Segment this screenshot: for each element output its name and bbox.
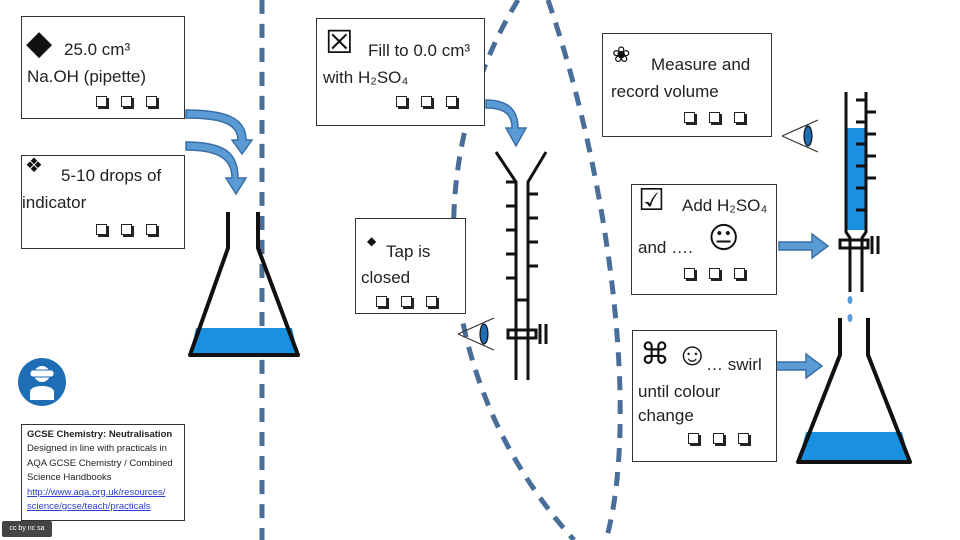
checkbox[interactable] [121,96,133,108]
checkbox[interactable] [376,296,388,308]
checkbox-row-indicator [96,224,158,236]
step-box-swirl [632,330,777,462]
checkbox-row-swirl [688,433,750,445]
checkbox-row-measure [684,112,746,124]
credit-body: Designed in line with practicals in AQA … [27,443,173,484]
creative-commons-icon: cc by nc sa [2,521,52,537]
conical-flask-right [796,314,912,464]
step-box-add [631,184,777,295]
eye-icon-middle [457,317,495,351]
step-swirl-line3: change [638,406,694,425]
arrow-naoh-to-flask [185,109,254,156]
burette-right [838,92,880,304]
flower-icon: ❀ [612,42,631,67]
checkbox[interactable] [426,296,438,308]
step-tap-line1: Tap is [386,242,431,261]
step-swirl-line1: … swirl [706,355,762,374]
divider-right [545,0,623,540]
checkbox-cross-icon: ☒ [325,24,354,60]
checkbox-row-fill [396,96,458,108]
step-add-line1: Add H₂SO₄ [682,196,768,215]
credit-box: GCSE Chemistry: Neutralisation Designed … [21,424,185,521]
credit-link[interactable]: http://www.aqa.org.uk/resources/ science… [27,486,166,513]
checkbox[interactable] [709,268,721,280]
four-diamonds-icon: ❖ [25,155,43,177]
safety-goggles-icon [18,358,66,406]
checkbox-row-add [684,268,746,280]
step-naoh-line1: 25.0 cm³ [64,40,131,59]
step-fill-line2: with H₂SO₄ [323,68,409,87]
smiley-face-icon: ☺ [676,336,709,372]
checkbox[interactable] [146,224,158,236]
diamond-icon: ◆ [26,24,53,62]
command-symbol-icon: ⌘ [640,338,670,371]
step-fill-line1: Fill to 0.0 cm³ [368,41,471,60]
checkbox[interactable] [421,96,433,108]
checkbox[interactable] [96,224,108,236]
checkbox-row-tap [376,296,438,308]
checkbox-row-naoh [96,96,158,108]
checkbox[interactable] [738,433,750,445]
checkbox[interactable] [709,112,721,124]
step-naoh-line2: Na.OH (pipette) [27,67,147,86]
step-measure-line2: record volume [611,82,719,101]
checkbox[interactable] [146,96,158,108]
checkbox[interactable] [446,96,458,108]
step-box-fill [316,18,485,126]
arrow-acid-to-burette [485,99,528,148]
burette-middle [494,151,548,380]
checkbox[interactable] [684,112,696,124]
eye-icon-right [781,119,819,153]
step-indicator-line1: 5-10 drops of [61,166,162,185]
checkbox[interactable] [684,268,696,280]
step-measure-line1: Measure and [651,55,751,74]
credit-title: GCSE Chemistry: Neutralisation [27,429,173,440]
checkbox[interactable] [401,296,413,308]
step-swirl-line2: until colour [638,382,721,401]
step-indicator-line2: indicator [22,193,87,212]
neutral-face-icon: 😐 [708,222,740,255]
arrow-indicator-to-flask [185,141,248,196]
step-add-line2: and …. [638,238,693,257]
checkbox[interactable] [713,433,725,445]
small-diamond-icon: ◆ [367,234,377,248]
checkbox[interactable] [734,112,746,124]
conical-flask-left [188,212,300,357]
checkbox[interactable] [734,268,746,280]
checkbox[interactable] [396,96,408,108]
arrow-add-to-burette [778,232,830,260]
checkbox[interactable] [96,96,108,108]
checkbox[interactable] [688,433,700,445]
step-tap-line2: closed [361,268,411,287]
checkbox-chevron-icon: ☑ [638,184,665,217]
checkbox[interactable] [121,224,133,236]
